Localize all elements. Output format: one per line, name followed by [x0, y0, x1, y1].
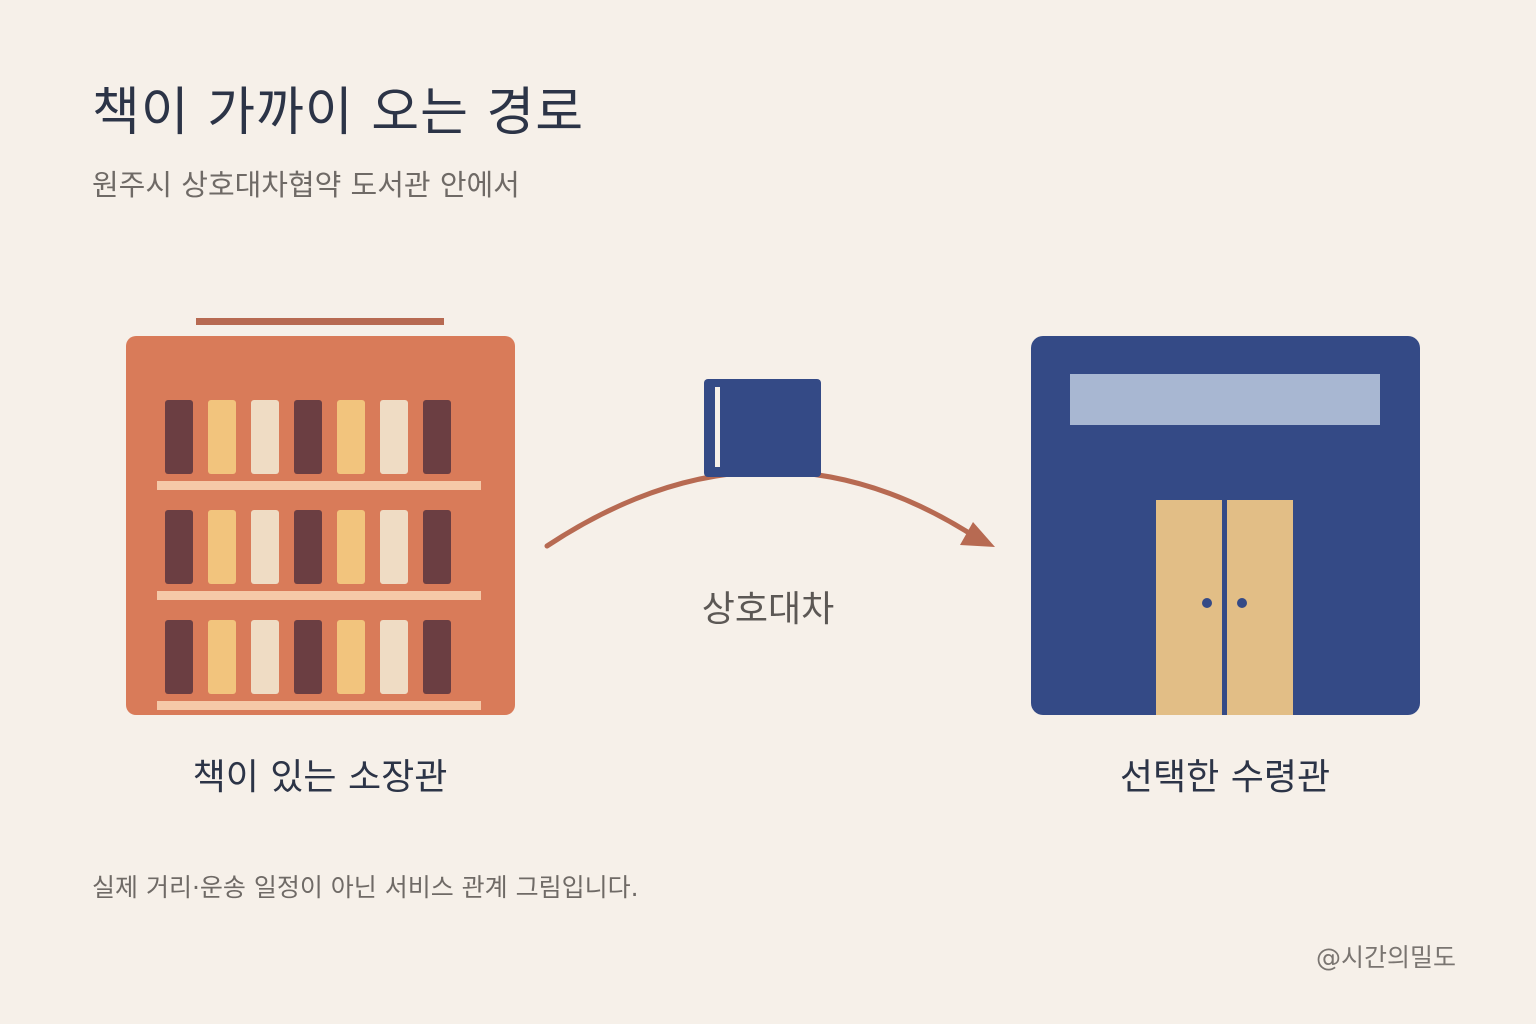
footnote: 실제 거리·운송 일정이 아닌 서비스 관계 그림입니다.	[92, 873, 639, 902]
credit: @시간의밀도	[1315, 943, 1456, 972]
page-title: 책이 가까이 오는 경로	[92, 83, 585, 143]
door-knob	[1202, 598, 1212, 608]
book-spine	[251, 400, 279, 474]
origin-library-label: 책이 있는 소장관	[192, 757, 448, 798]
book-icon	[704, 379, 821, 477]
book-spine	[337, 510, 365, 584]
door-left	[1156, 500, 1222, 715]
shelf-board	[157, 481, 481, 490]
book-spine	[380, 510, 408, 584]
book-spine	[251, 510, 279, 584]
book-spine	[165, 510, 193, 584]
destination-sign	[1070, 374, 1380, 425]
door-right	[1227, 500, 1293, 715]
book-spine	[208, 400, 236, 474]
arrow-head-icon	[960, 522, 995, 547]
origin-roof-line	[196, 318, 444, 325]
book-spine	[423, 620, 451, 694]
book-spine	[294, 400, 322, 474]
book-spine	[165, 400, 193, 474]
page-subtitle: 원주시 상호대차협약 도서관 안에서	[92, 168, 520, 202]
book-spine	[337, 620, 365, 694]
shelf-board	[157, 591, 481, 600]
shelf-board	[157, 701, 481, 710]
loan-arrow	[544, 469, 995, 549]
book-spine	[251, 620, 279, 694]
destination-library-icon	[1031, 336, 1420, 715]
bookshelf	[157, 400, 481, 710]
book-spine	[337, 400, 365, 474]
door-knob	[1237, 598, 1247, 608]
destination-library-label: 선택한 수령관	[1119, 757, 1331, 798]
book-spine	[208, 510, 236, 584]
book-spine	[208, 620, 236, 694]
book-spine	[165, 620, 193, 694]
book-spine	[294, 620, 322, 694]
book-spine	[423, 400, 451, 474]
edge-label: 상호대차	[701, 589, 835, 630]
book-spine	[294, 510, 322, 584]
book-spine	[380, 620, 408, 694]
loan-arrow-path	[544, 469, 983, 549]
origin-library-icon	[126, 318, 515, 715]
destination-building	[1031, 336, 1420, 715]
book-spine	[380, 400, 408, 474]
book-spine	[423, 510, 451, 584]
